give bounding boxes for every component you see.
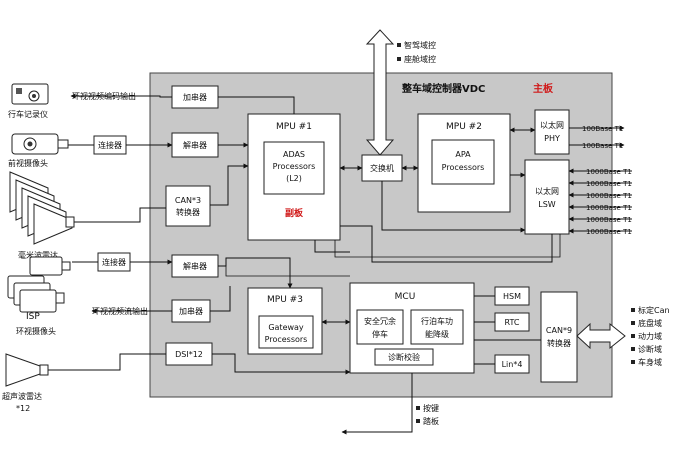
- vdc-title: 整车域控制器VDC: [401, 82, 485, 95]
- mcu-parking-1: 行泊车功: [421, 316, 453, 326]
- bullet-icon: [631, 308, 635, 312]
- video-out-mid-label: 环视视频流输出: [92, 306, 148, 316]
- top-label-2: 座舱域控: [404, 54, 436, 64]
- mpu2-inner-2: Processors: [442, 163, 485, 172]
- dashcam-icon: [11, 83, 49, 105]
- can-item-2: 底盘域: [638, 318, 662, 328]
- connector2-label: 连接器: [102, 257, 126, 267]
- deserializer-label: 解串器: [183, 140, 207, 150]
- main-board-label: 主板: [533, 82, 554, 95]
- mpu2-inner: [431, 139, 495, 185]
- bullet-icon: [631, 334, 635, 338]
- deserializer-block: [171, 132, 219, 158]
- eth-lsw-block: [524, 159, 570, 235]
- lin-label: Lin*4: [502, 360, 523, 369]
- radar-label: 毫米波雷达: [18, 250, 58, 260]
- mpu3-inner-1: Gateway: [268, 323, 304, 332]
- lsw-port-lines: [568, 168, 632, 234]
- eth-phy-label-2: PHY: [544, 134, 560, 143]
- mcu-safety-1: 安全冗余: [364, 316, 396, 326]
- ultrasonic-label-2: *12: [16, 404, 30, 413]
- can9-label-2: 转换器: [547, 338, 571, 348]
- can3-block: [165, 185, 211, 227]
- isp-label: ISP: [26, 312, 40, 322]
- switch-label: 交换机: [370, 163, 394, 173]
- can9-block: [540, 291, 578, 383]
- mcu-title: MCU: [395, 292, 416, 302]
- mcu-parking-block: [410, 309, 464, 345]
- serializer-label: 加串器: [183, 92, 207, 102]
- ultrasonic-radar-icon: [5, 353, 49, 387]
- hsm-label: HSM: [503, 292, 521, 301]
- can-item-1: 标定Can: [638, 305, 670, 315]
- rtc-label: RTC: [505, 318, 520, 327]
- bullet-icon: [416, 419, 420, 423]
- mpu3-inner: [258, 315, 314, 349]
- eth-phy-block: [534, 109, 570, 155]
- bullet-icon: [631, 321, 635, 325]
- bullet-icon: [416, 406, 420, 410]
- lsw-port-4: 1000Base T1: [586, 204, 632, 212]
- sub-board-label: 副板: [285, 207, 304, 219]
- bullet-icon: [397, 43, 401, 47]
- mcu-safety-block: [356, 309, 404, 345]
- ultrasonic-label-1: 超声波雷达: [2, 391, 42, 401]
- can9-label-1: CAN*9: [546, 326, 572, 335]
- bottom-label-2: 踏板: [423, 416, 439, 426]
- connection-lines: [48, 93, 561, 435]
- mpu2-title: MPU #2: [446, 122, 482, 132]
- mpu1-inner-1: ADAS: [283, 150, 305, 159]
- mcu-diag-label: 诊断校验: [388, 352, 420, 362]
- front-camera-icon: [11, 133, 69, 155]
- bullet-icon: [631, 347, 635, 351]
- phy-port-1: 100Base T1: [582, 125, 623, 133]
- bullet-icon: [397, 57, 401, 61]
- connector-label: 连接器: [98, 140, 122, 150]
- deserializer2-label: 解串器: [183, 261, 207, 271]
- mpu1-inner-2: Processors: [273, 162, 316, 171]
- mcu-parking-2: 能降级: [425, 329, 449, 339]
- lsw-port-1: 1000Base T1: [586, 168, 632, 176]
- can9-double-arrow: [576, 322, 626, 350]
- phy-port-2: 100Base T1: [582, 142, 623, 150]
- mpu3-title: MPU #3: [267, 295, 303, 305]
- lsw-port-2: 1000Base T1: [586, 180, 632, 188]
- eth-lsw-label-2: LSW: [538, 200, 556, 209]
- recorder-label: 行车记录仪: [8, 109, 48, 119]
- mpu1-inner-3: (L2): [286, 174, 302, 183]
- phy-port-lines: [569, 125, 625, 148]
- mcu-diag-block: [374, 348, 434, 366]
- bottom-label-1: 按键: [423, 403, 439, 413]
- mpu2-inner-1: APA: [455, 150, 471, 159]
- lsw-port-5: 1000Base T1: [586, 216, 632, 224]
- can-item-3: 动力域: [638, 331, 662, 341]
- can3-label-2: 转换器: [176, 207, 200, 217]
- video-out-top-label: 环视视频编码输出: [72, 91, 136, 101]
- front-camera-label: 前视摄像头: [8, 158, 48, 168]
- dsi-label: DSI*12: [175, 350, 203, 359]
- eth-phy-label-1: 以太网: [540, 120, 564, 130]
- surround-camera-icon: [7, 256, 71, 313]
- lsw-port-3: 1000Base T1: [586, 192, 632, 200]
- can3-label-1: CAN*3: [175, 196, 201, 205]
- serializer2-label: 加串器: [179, 306, 203, 316]
- radar-icon: [9, 171, 75, 245]
- can-bus-list: 标定Can 底盘域 动力域 诊断域 车身域: [631, 305, 670, 367]
- can-item-4: 诊断域: [638, 344, 662, 354]
- lsw-port-6: 1000Base T1: [586, 228, 632, 236]
- surround-camera-label: 环视摄像头: [16, 326, 56, 336]
- mpu1-inner: [263, 141, 325, 195]
- mpu1-title: MPU #1: [276, 122, 312, 132]
- mpu3-inner-2: Processors: [265, 335, 308, 344]
- eth-lsw-label-1: 以太网: [535, 186, 559, 196]
- top-label-1: 智驾域控: [404, 40, 436, 50]
- can-item-5: 车身域: [638, 357, 662, 367]
- bullet-icon: [631, 360, 635, 364]
- mcu-safety-2: 停车: [372, 329, 388, 339]
